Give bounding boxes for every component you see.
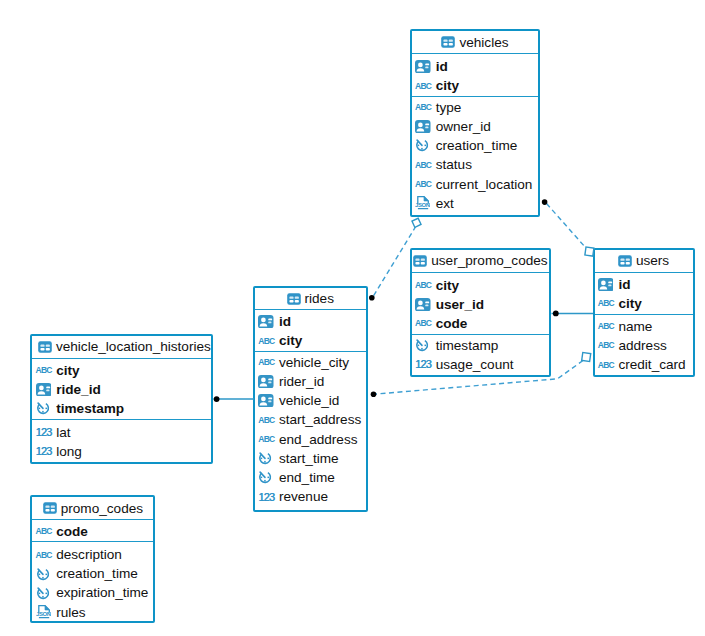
svg-text:JSON: JSON (36, 611, 51, 617)
svg-text:JSON: JSON (415, 202, 430, 208)
